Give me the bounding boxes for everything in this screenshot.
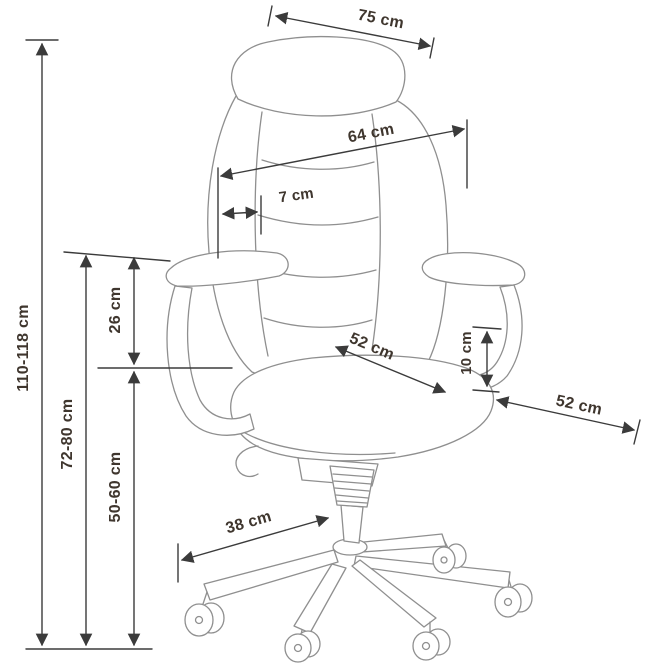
dimension-line	[274, 11, 432, 51]
extension-line	[267, 5, 273, 27]
dimension-label: 110-118 cm	[15, 304, 32, 392]
caster-hub	[293, 643, 303, 653]
backrest-seam	[263, 317, 373, 328]
gas-lift-cylinder	[340, 504, 364, 544]
dimension-label: 7 cm	[278, 185, 315, 207]
dimension-line	[334, 345, 447, 394]
dim-armrest-floor-height: 72-80 cm	[59, 251, 171, 647]
dim-seat-height: 50-60 cm	[107, 370, 141, 647]
seat-seam	[239, 429, 396, 456]
dimension-label: 75 cm	[356, 7, 405, 33]
caster-wheel	[412, 631, 440, 661]
base-leg	[351, 559, 437, 628]
dim-seat-depth: 52 cm	[495, 392, 641, 445]
caster	[284, 629, 321, 663]
extension-line	[63, 251, 171, 262]
dimension-label: 50-60 cm	[107, 452, 124, 523]
dimension-label: 72-80 cm	[59, 399, 76, 470]
dim-armrest-pad-height: 10 cm	[458, 326, 502, 393]
backrest-seam	[257, 214, 379, 226]
dimension-line	[180, 515, 330, 563]
left-armrest-pad	[165, 250, 289, 287]
left-armrest-support	[166, 285, 255, 436]
caster-wheel	[494, 586, 522, 618]
dimension-line	[219, 124, 466, 181]
bellows-ribs	[332, 473, 373, 504]
dimension-label: 38 cm	[224, 508, 274, 537]
caster-hub	[194, 615, 204, 625]
extension-line	[472, 389, 500, 393]
caster-hub	[440, 556, 448, 564]
caster-hub	[421, 641, 431, 651]
caster	[494, 579, 533, 618]
headrest	[230, 35, 406, 117]
dimension-line	[495, 396, 636, 434]
dim-overall-height: 110-118 cm	[15, 39, 59, 647]
caster-wheel	[184, 603, 214, 637]
dim-armrest-above-seat: 26 cm	[97, 256, 233, 369]
extension-line	[633, 419, 641, 445]
caster-wheel	[432, 546, 456, 574]
caster	[412, 621, 451, 661]
extension-line	[472, 326, 502, 330]
dimension-label: 10 cm	[458, 331, 475, 375]
rib-line	[334, 487, 370, 492]
caster-stem	[202, 591, 208, 605]
caster-stem	[443, 539, 449, 549]
caster	[432, 539, 467, 574]
rib-line	[332, 473, 373, 478]
caster	[184, 591, 225, 637]
dim-headrest-depth: 7 cm	[221, 185, 315, 235]
caster-hub	[503, 597, 513, 607]
caster-wheel	[284, 633, 312, 663]
dimension-line	[221, 206, 259, 220]
rib-line	[335, 494, 369, 499]
base-leg	[293, 563, 347, 634]
rib-line	[333, 480, 372, 485]
right-armrest-pad	[421, 251, 526, 287]
tilt-lever	[235, 445, 259, 478]
extension-line	[429, 37, 435, 59]
rib-line	[336, 500, 368, 504]
seat-cushion	[230, 354, 495, 462]
dimension-label: 26 cm	[107, 287, 124, 334]
